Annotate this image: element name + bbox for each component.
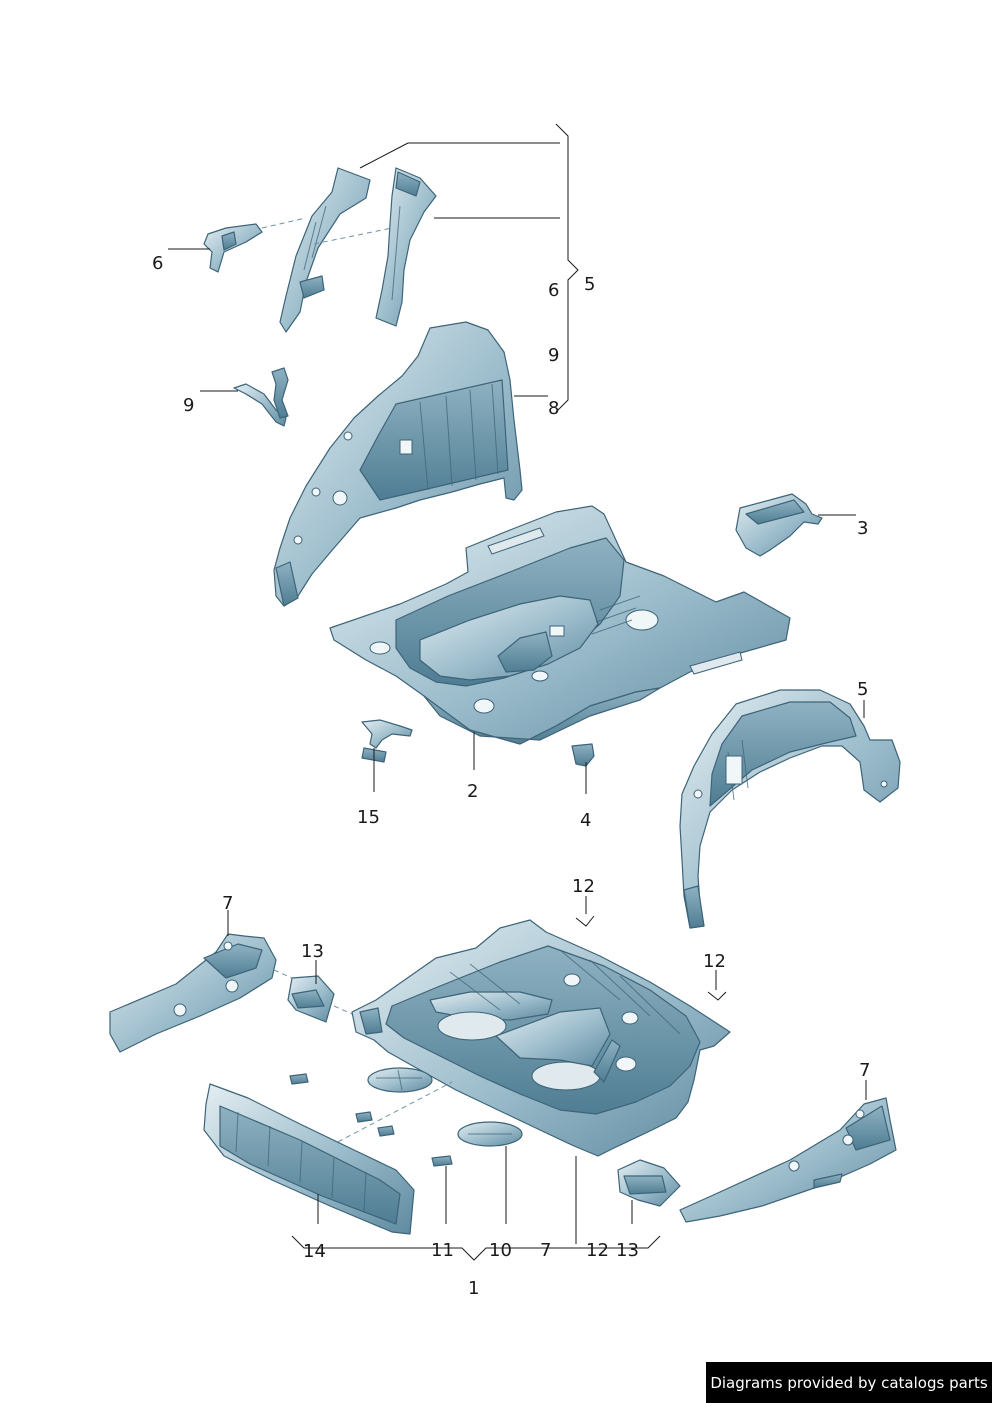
assembly-line — [329, 1081, 453, 1147]
part-12-clip-right — [707, 991, 727, 1001]
label-8: 8 — [548, 398, 559, 419]
part-1-floor-panel — [351, 919, 731, 1157]
part-10-covers — [367, 1067, 523, 1147]
part-7-side-rail-left — [109, 933, 277, 1053]
label-7-bottom: 7 — [540, 1240, 551, 1261]
part-2-boot-floor — [329, 505, 791, 745]
label-14: 14 — [303, 1241, 326, 1262]
label-13-left: 13 — [301, 941, 324, 962]
part-7-side-rail-right — [679, 1097, 897, 1223]
label-11: 11 — [431, 1240, 454, 1261]
label-5-top: 5 — [584, 274, 595, 295]
label-10: 10 — [489, 1240, 512, 1261]
label-13-bottom: 13 — [616, 1240, 639, 1261]
label-12-top: 12 — [572, 876, 595, 897]
part-13-bracket-left — [287, 975, 335, 1023]
part-15-bracket-assembly — [361, 719, 413, 763]
label-5-wheelhouse: 5 — [857, 679, 868, 700]
assembly-line — [273, 969, 353, 1015]
part-8-wheelhouse-trim — [273, 321, 523, 607]
label-12-bottom: 12 — [586, 1240, 609, 1261]
part-3-trim-piece — [735, 493, 823, 557]
leader-lines — [168, 123, 867, 1261]
label-15: 15 — [357, 807, 380, 828]
part-9-strap-bracket — [233, 367, 289, 427]
label-4: 4 — [580, 810, 591, 831]
part-4-clip — [571, 743, 595, 767]
watermark-banner: Diagrams provided by catalogs parts — [706, 1362, 992, 1403]
label-9-bracket: 9 — [548, 345, 559, 366]
assembly-line — [261, 217, 393, 245]
part-6-pillar-trim-left — [279, 167, 371, 333]
part-12-clip-top — [575, 915, 595, 927]
label-6-bracket: 6 — [548, 280, 559, 301]
label-7-left: 7 — [222, 893, 233, 914]
label-6-left: 6 — [152, 253, 163, 274]
label-7-right: 7 — [859, 1060, 870, 1081]
part-6-bracket — [203, 223, 263, 273]
part-11-clips — [289, 1073, 453, 1167]
label-12-right: 12 — [703, 951, 726, 972]
part-5-wheelhouse-liner — [679, 689, 901, 929]
part-6-pillar-trim-right — [375, 167, 437, 327]
label-3: 3 — [857, 518, 868, 539]
label-1: 1 — [468, 1278, 479, 1299]
part-14-rear-cross-member — [203, 1083, 415, 1235]
label-9-left: 9 — [183, 395, 194, 416]
part-13-bracket-right — [617, 1159, 681, 1207]
label-2: 2 — [467, 781, 478, 802]
